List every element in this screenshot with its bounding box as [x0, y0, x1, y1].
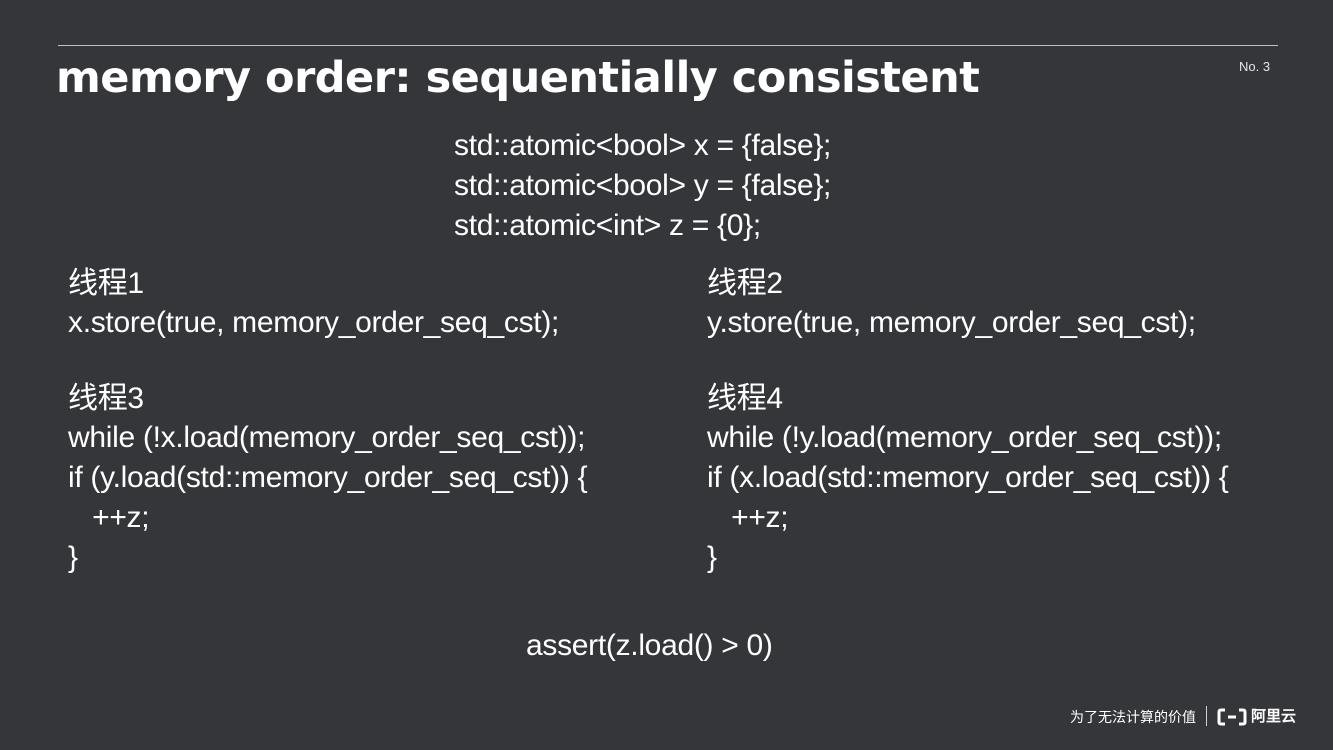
thread-3-code-line: } [68, 541, 78, 574]
thread-2-code-line: y.store(true, memory_order_seq_cst); [707, 306, 1196, 339]
thread-4-code-line: ++z; [707, 501, 789, 534]
slide-title: memory order: sequentially consistent [56, 53, 980, 103]
thread-1-code-line: x.store(true, memory_order_seq_cst); [68, 306, 560, 339]
thread-4-heading: 线程4 [707, 382, 783, 415]
footer-slogan: 为了无法计算的价值 [1070, 709, 1196, 725]
thread-4-code-line: if (x.load(std::memory_order_seq_cst)) { [707, 461, 1229, 494]
thread-3-code-line: ++z; [68, 501, 150, 534]
footer-separator [1206, 706, 1207, 726]
thread-2-heading: 线程2 [707, 267, 783, 300]
declaration-y: std::atomic<bool> y = {false}; [454, 169, 832, 202]
thread-3-code-line: while (!x.load(memory_order_seq_cst)); [68, 421, 586, 454]
thread-4-code-line: while (!y.load(memory_order_seq_cst)); [707, 421, 1222, 454]
assertion-line: assert(z.load() > 0) [526, 629, 773, 662]
declaration-x: std::atomic<bool> x = {false}; [454, 129, 832, 162]
declaration-z: std::atomic<int> z = {0}; [454, 209, 761, 242]
thread-3-heading: 线程3 [68, 382, 144, 415]
thread-4-code-line: } [707, 541, 717, 574]
thread-1-heading: 线程1 [68, 267, 144, 300]
thread-3-code-line: if (y.load(std::memory_order_seq_cst)) { [68, 461, 588, 494]
aliyun-bracket-icon [1217, 708, 1247, 726]
title-divider [58, 45, 1278, 46]
footer-brand-name: 阿里云 [1251, 708, 1297, 725]
aliyun-logo: 阿里云 [1217, 707, 1296, 727]
slide-number: No. 3 [1239, 59, 1271, 74]
